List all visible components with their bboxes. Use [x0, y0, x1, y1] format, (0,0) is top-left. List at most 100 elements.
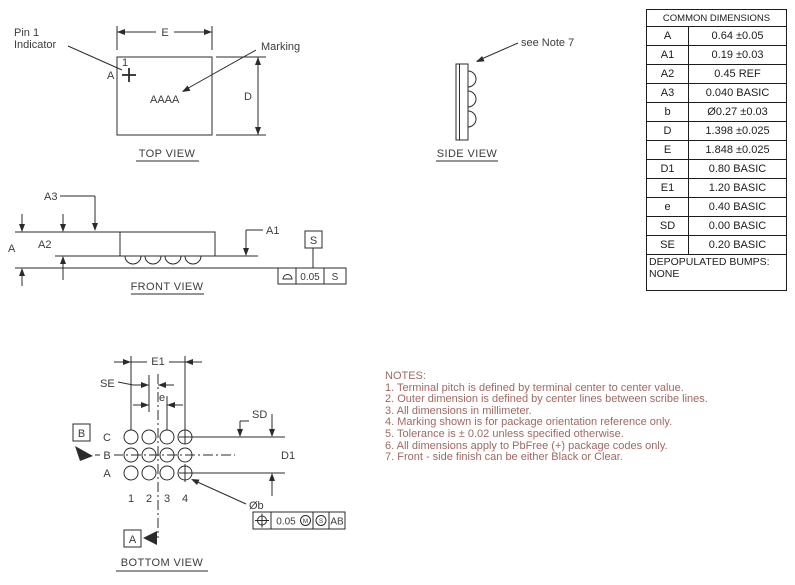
package-outline-side	[455, 63, 469, 141]
dim-symbol: A3	[646, 83, 689, 103]
dim-symbol: e	[646, 197, 689, 217]
col-label-4: 4	[182, 493, 188, 505]
bump-pad	[141, 429, 157, 445]
package-outline-front	[119, 231, 216, 257]
dim-d1-label: D1	[281, 450, 295, 462]
col-label-2: 2	[146, 493, 152, 505]
dim-value: 1.20 BASIC	[688, 178, 787, 198]
position-symbol-icon	[255, 513, 269, 528]
front-bump	[164, 255, 182, 265]
datum-b-triangle-icon	[75, 446, 93, 461]
dim-symbol: D1	[646, 159, 689, 179]
front-fcf-tolerance: 0.05	[300, 272, 320, 283]
bump-pad	[159, 429, 175, 445]
marking-text: AAAA	[150, 94, 180, 106]
bottom-view-title: BOTTOM VIEW	[121, 557, 204, 569]
notes-title: NOTES:	[385, 370, 426, 382]
side-bump	[467, 110, 477, 128]
bump-array	[123, 429, 193, 481]
front-view: A3 A A2 A1 S 0.05 S FRONT VIEW	[8, 191, 347, 295]
dim-value: 0.80 BASIC	[688, 159, 787, 179]
depopulated-bumps-value: NONE	[649, 268, 680, 280]
row-label-b: B	[103, 450, 110, 462]
datum-s-label: S	[310, 235, 317, 247]
bump-pad	[177, 447, 193, 463]
dim-value: 0.20 BASIC	[688, 235, 787, 255]
dim-symbol: b	[646, 102, 689, 122]
note-item: 5. Tolerance is ± 0.02 unless specified …	[385, 427, 624, 440]
bottom-fcf-datum-ref: AB	[330, 517, 344, 528]
marking-label: Marking	[261, 41, 300, 53]
profile-of-surface-icon	[282, 274, 293, 280]
rfs-modifier-circle-icon	[315, 515, 327, 526]
table-footer-row: DEPOPULATED BUMPS: NONE	[646, 254, 787, 291]
dim-symbol: D	[646, 121, 689, 141]
dim-value: 0.40 BASIC	[688, 197, 787, 217]
note-item: 1. Terminal pitch is defined by terminal…	[385, 381, 684, 394]
dim-e1-label: E1	[151, 356, 164, 368]
dim-symbol: SE	[646, 235, 689, 255]
bottom-fcf	[252, 511, 346, 530]
dim-value: 0.00 BASIC	[688, 216, 787, 236]
bump-pad	[141, 447, 157, 463]
top-view: Pin 1 Indicator E 1 A AAAA Marking D TOP…	[14, 26, 300, 162]
datum-a-ref-label: A	[107, 70, 115, 82]
top-view-title: TOP VIEW	[139, 148, 196, 160]
dim-value: 0.45 REF	[688, 64, 787, 84]
row-label-c: C	[103, 432, 111, 444]
front-bump	[124, 255, 142, 265]
dim-a2-label: A2	[38, 239, 51, 251]
datum-a-box	[123, 529, 142, 548]
dim-b-label: Øb	[249, 500, 264, 512]
datum-a-label: A	[129, 534, 137, 546]
dim-a3-label: A3	[44, 191, 57, 203]
note-item: 7. Front - side finish can be either Bla…	[385, 451, 623, 464]
dim-symbol: E1	[646, 178, 689, 198]
dim-value: 1.848 ±0.025	[688, 140, 787, 160]
bottom-fcf-tolerance: 0.05	[276, 517, 296, 528]
notes-section: NOTES: 1. Terminal pitch is defined by t…	[385, 370, 790, 464]
dim-value: 0.64 ±0.05	[688, 26, 787, 46]
bump-pad	[123, 465, 139, 481]
bump-pad	[141, 465, 157, 481]
bump-pad	[159, 447, 175, 463]
package-outline-top	[116, 56, 213, 136]
dim-se-label: SE	[100, 378, 115, 390]
bump-pad	[123, 429, 139, 445]
dim-symbol: A2	[646, 64, 689, 84]
front-fcf	[277, 267, 347, 285]
bottom-fcf-modifier-s: S	[319, 518, 324, 525]
dim-d-label: D	[244, 91, 252, 103]
col-label-1: 1	[128, 493, 134, 505]
note-item: 3. All dimensions in millimeter.	[385, 404, 532, 417]
front-fcf-datum: S	[332, 272, 339, 283]
front-bump	[184, 255, 202, 265]
dim-symbol: SD	[646, 216, 689, 236]
front-view-title: FRONT VIEW	[131, 281, 204, 293]
col-label-3: 3	[164, 493, 170, 505]
dim-symbol: E	[646, 140, 689, 160]
dimensions-table-header: COMMON DIMENSIONS	[646, 9, 787, 27]
pin1-indicator-cross-icon	[122, 68, 136, 82]
note-item: 2. Outer dimension is defined by center …	[385, 393, 708, 406]
pin-number-label: 1	[122, 57, 128, 69]
dim-value: Ø0.27 ±0.03	[688, 102, 787, 122]
dim-value: 1.398 ±0.025	[688, 121, 787, 141]
dim-a-label: A	[8, 243, 16, 255]
dim-value: 0.19 ±0.03	[688, 45, 787, 65]
side-bump	[467, 70, 477, 88]
side-view-title: SIDE VIEW	[437, 148, 498, 160]
